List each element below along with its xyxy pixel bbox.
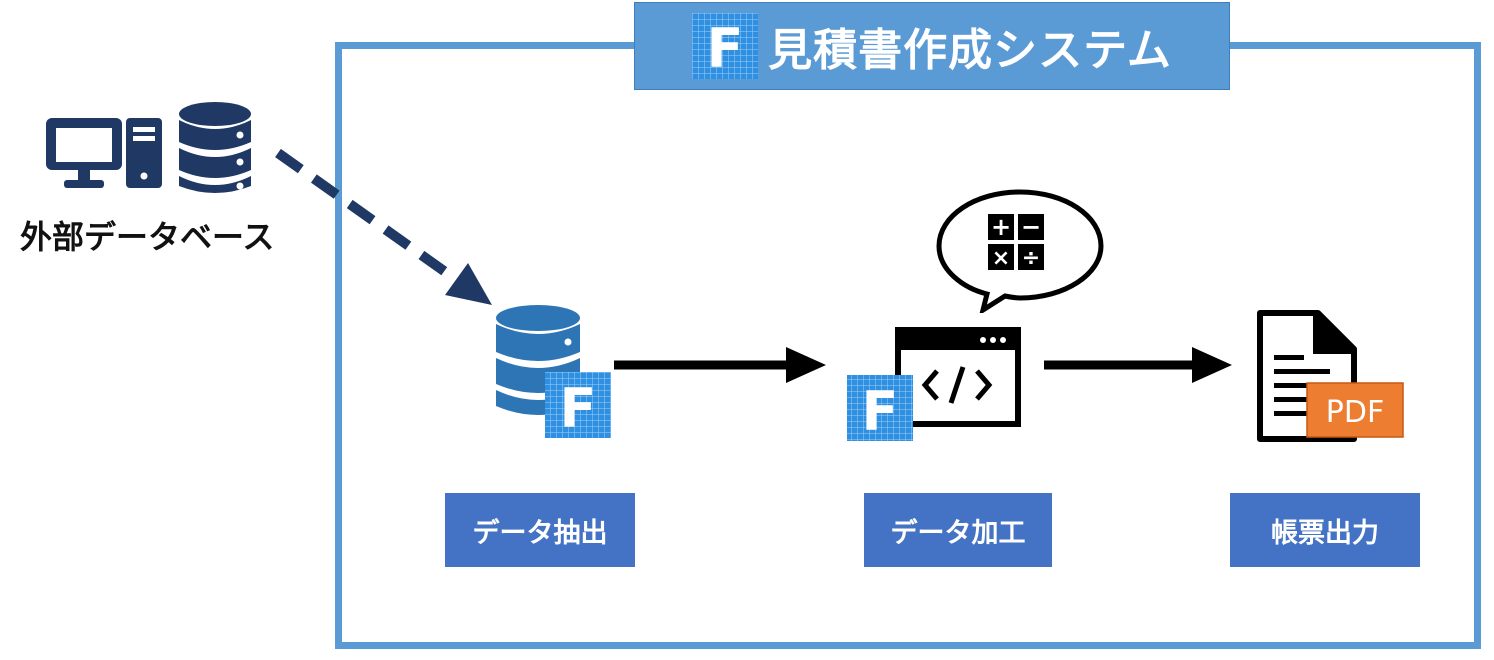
dashed-arrow (275, 148, 492, 305)
external-db-label: 外部データベース (20, 218, 275, 256)
arrow-extract-to-process (614, 347, 826, 383)
f-logo-letter: F (560, 377, 597, 440)
database-icon (179, 102, 251, 193)
step-label-output: 帳票出力 (1230, 493, 1420, 567)
pdf-badge: PDF (1306, 382, 1404, 438)
pc-tower-icon (126, 118, 162, 188)
system-title: 見積書作成システム (768, 25, 1172, 76)
extract-db-icon: F (496, 305, 611, 440)
calculator-icon: + − × ÷ (988, 213, 1044, 271)
times-glyph: × (992, 246, 1010, 271)
arrow-process-to-output (1044, 347, 1232, 383)
divide-glyph: ÷ (1022, 246, 1040, 271)
monitor-icon (46, 118, 122, 188)
external-db-icons (46, 102, 251, 193)
f-logo-icon: F (545, 372, 611, 440)
f-logo-letter: F (862, 380, 899, 443)
calculator-bubble-icon: + − × ÷ (936, 189, 1104, 313)
f-logo-letter: F (707, 17, 744, 79)
minus-glyph: − (1021, 213, 1041, 241)
f-logo-icon: F (692, 13, 759, 79)
code-window-icon (895, 327, 1021, 427)
step-label-process: データ加工 (864, 493, 1052, 567)
step-label-extract: データ抽出 (445, 493, 635, 567)
title-banner: F 見積書作成システム (634, 2, 1230, 90)
f-logo-icon: F (847, 375, 913, 443)
plus-glyph: + (991, 213, 1011, 241)
process-code-icon: F (847, 327, 1021, 443)
pdf-badge-text: PDF (1326, 395, 1384, 430)
output-document-icon: PDF (1257, 310, 1404, 442)
